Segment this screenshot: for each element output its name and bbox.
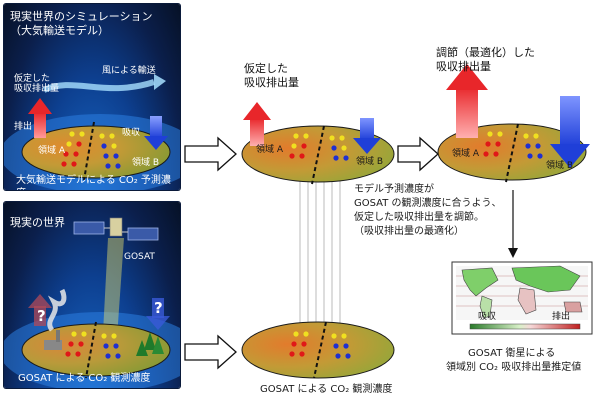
map-caption-1: GOSAT 衛星による (468, 348, 556, 359)
optimized-emission-arrow (456, 86, 478, 138)
explanation-line-2: GOSAT の観測濃度に合うよう、 (354, 198, 502, 209)
real-world-illustration (4, 217, 180, 388)
unknown-absorption-arrow (152, 298, 164, 318)
panel-title: 現実世界のシミュレーション (10, 10, 153, 23)
map-absorption-label: 吸収 (478, 312, 497, 322)
observation-beam (102, 238, 124, 352)
explanation-line-3: 仮定した吸収排出量を調節。 (354, 212, 484, 223)
map-emission-label: 排出 (552, 312, 571, 322)
real-world-caption: GOSAT による CO₂ 観測濃度 (18, 373, 151, 384)
concentration-dots (61, 131, 121, 169)
smoke-plume (47, 288, 67, 332)
bottom-caption: GOSAT による CO₂ 観測濃度 (260, 384, 393, 395)
optimized-flux-label-1: 調節（最適化）した (436, 46, 535, 59)
panel-caption: 大気輸送モデルによる CO₂ 予測濃度 (16, 175, 171, 190)
simulation-illustration (4, 74, 180, 190)
absorption-label: 吸収 (122, 128, 141, 138)
arrow-real-to-bottom (184, 334, 237, 370)
satellite-label: GOSAT (124, 252, 155, 262)
middle-absorption-arrow (360, 118, 374, 140)
unknown-emission-arrow (34, 306, 46, 326)
observed-dots (65, 331, 121, 359)
right-dots (483, 131, 543, 159)
land-ellipse (21, 125, 171, 179)
assumed-flux-label-2: 吸収排出量 (244, 76, 299, 89)
right-region-a: 領域 A (452, 149, 480, 159)
region-a-label: 領域 A (38, 146, 66, 156)
middle-dots (289, 133, 349, 161)
assumed-flux-label-1: 仮定した (244, 62, 288, 75)
question-mark-right: ? (154, 299, 163, 317)
question-mark-left: ? (37, 307, 46, 325)
comparison-lines (299, 150, 341, 350)
panel-subtitle: （大気輸送モデル） (10, 24, 109, 37)
satellite-icon (73, 217, 159, 241)
map-caption-2: 領域別 CO₂ 吸収排出量推定値 (446, 362, 582, 373)
bottom-dots (289, 331, 351, 359)
color-scale-bar (469, 323, 581, 330)
bottom-land (241, 321, 395, 379)
explanation-line-4: （吸収排出量の最適化） (354, 226, 464, 237)
arrow-middle-to-right (397, 136, 439, 172)
arrow-sim-to-middle (184, 136, 237, 172)
assumed-label-1: 仮定した (14, 74, 51, 84)
region-b-label: 領域 B (132, 158, 160, 168)
factory-icon (44, 330, 62, 350)
wind-arrow (42, 79, 155, 93)
middle-region-b: 領域 B (356, 157, 384, 167)
wind-label: 風による輸送 (102, 66, 156, 76)
optimized-flux-label-2: 吸収排出量 (436, 60, 491, 73)
simulation-panel: 現実世界のシミュレーション （大気輸送モデル） 仮定した 吸収排出量 風による輸… (4, 4, 180, 190)
real-world-panel: 現実の世界 GOSAT ? ? GOSAT による CO₂ 観測濃度 (4, 202, 180, 388)
emission-label: 排出 (14, 122, 33, 132)
region-border (83, 121, 95, 181)
absorption-arrow (150, 116, 162, 138)
middle-emission-arrow (250, 118, 264, 146)
optimized-absorption-arrow (560, 96, 580, 146)
world-map-figure (451, 261, 593, 335)
forest-icon (136, 332, 164, 356)
right-region-b: 領域 B (546, 161, 574, 171)
real-world-title: 現実の世界 (10, 216, 65, 229)
assumed-label-2: 吸収排出量 (14, 84, 60, 94)
middle-region-a: 領域 A (256, 145, 284, 155)
emission-arrow (34, 112, 46, 138)
explanation-line-1: モデル予測濃度が (354, 184, 434, 195)
